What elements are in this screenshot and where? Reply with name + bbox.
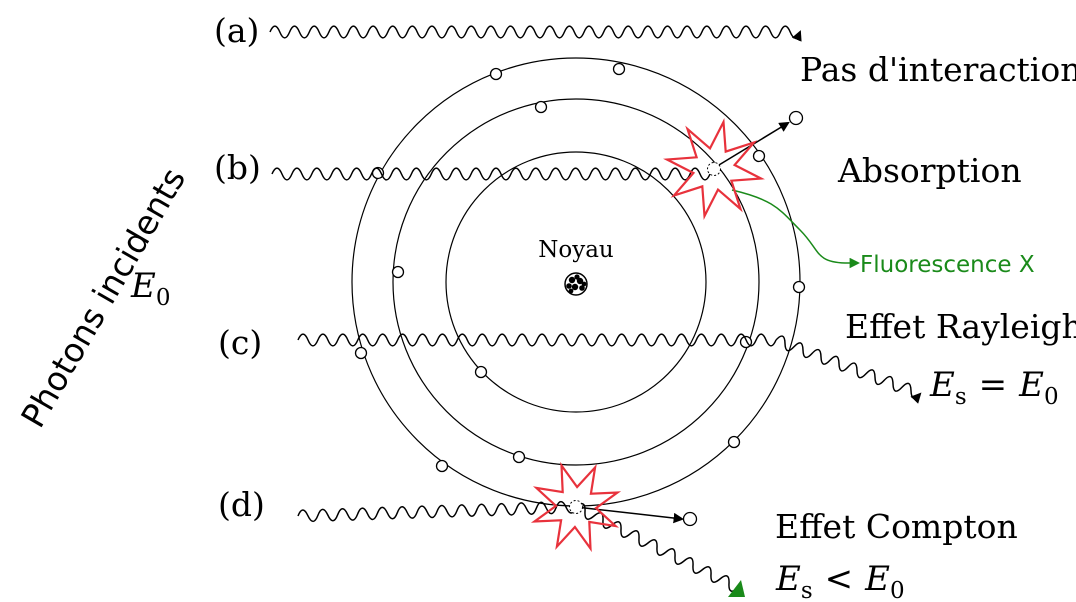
row-label-a: (a) (214, 11, 259, 50)
fluorescence-label: Fluorescence X (860, 252, 1035, 278)
process-label-no-interaction: Pas d'interaction (800, 50, 1076, 89)
electron (752, 149, 766, 163)
ejected-compton-electron (682, 511, 698, 527)
row-label-c: (c) (218, 323, 262, 362)
process-label-absorption: Absorption (837, 151, 1022, 190)
photon-wave-a (269, 25, 802, 42)
middle-shell (392, 98, 760, 466)
ejected-photoelectron (788, 110, 804, 126)
photon-wave-c-incident (297, 333, 777, 347)
row-label-d: (d) (218, 485, 265, 524)
compton-energy-relation: Es<E0 (775, 559, 905, 602)
electron (474, 365, 488, 379)
fluorescence-x-arrow (731, 189, 861, 269)
electron (435, 459, 449, 473)
inner-shell (445, 151, 707, 413)
nucleus-label: Noyau (538, 237, 614, 263)
electron (489, 67, 503, 81)
photon-paths (269, 25, 922, 592)
photon-wave-d-incident (297, 500, 577, 523)
row-label-b: (b) (214, 148, 261, 187)
photon-wave-c-scattered (775, 335, 922, 404)
compton-electron-ejection-arrow (575, 506, 685, 524)
electron (354, 346, 368, 360)
compton-scattered-arrowhead (728, 580, 745, 597)
electron (792, 280, 806, 294)
process-label-rayleigh: Effet Rayleigh (845, 307, 1076, 346)
process-label-compton: Effet Compton (775, 507, 1018, 546)
electron (391, 265, 405, 279)
photon-wave-b (271, 167, 711, 181)
rayleigh-energy-relation: Es=E0 (929, 365, 1059, 410)
electrons (354, 62, 806, 527)
electron (512, 450, 526, 464)
electron (727, 435, 741, 449)
electron (534, 100, 548, 114)
compton-interaction-burst (530, 461, 622, 553)
absorption-interaction-burst (663, 118, 765, 220)
electron (612, 62, 626, 76)
photon-wave-d-scattered (575, 503, 739, 592)
nucleus (564, 272, 588, 296)
incident-energy-label: E0 (130, 266, 170, 311)
